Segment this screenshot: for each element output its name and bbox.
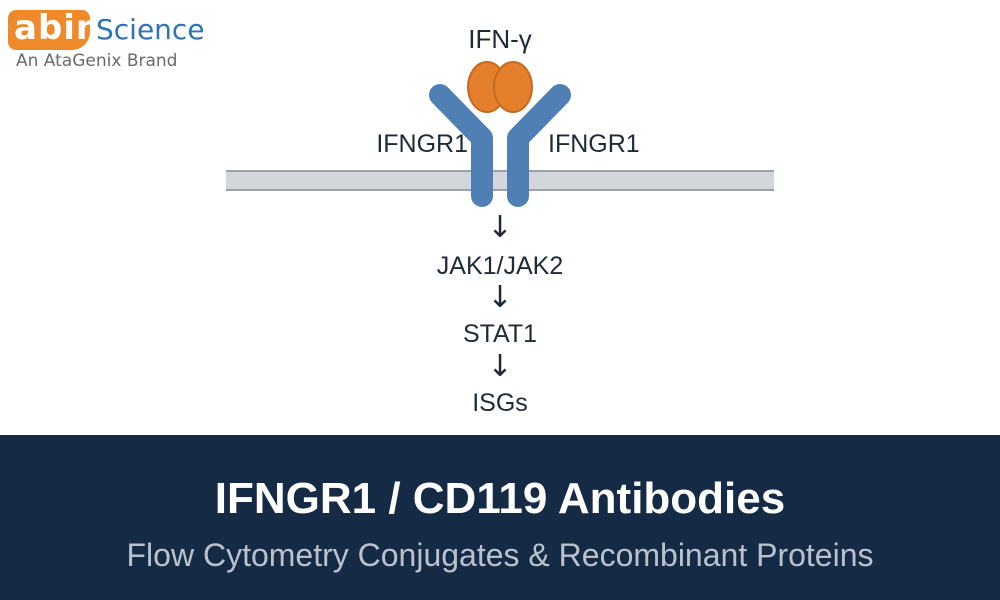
banner-subtitle: Flow Cytometry Conjugates & Recombinant …: [126, 537, 874, 573]
logo-wordmark: Science: [96, 13, 205, 46]
logo-mark-text: abin: [14, 8, 102, 48]
receptor-left-arm: [429, 84, 493, 207]
arrow-down-icon: ↓: [487, 349, 513, 384]
receptor-left-shape: [429, 84, 493, 207]
cascade-step-stat: STAT1: [462, 320, 538, 348]
receptor-illustration: [226, 61, 774, 207]
cell-membrane: [226, 170, 774, 191]
ligand-label: IFN-γ: [468, 24, 532, 54]
arrow-down-icon: ↓: [487, 210, 513, 245]
signaling-diagram: IFN-γ IFNGR1 IFNGR1 ↓ JAK1/JAK2 ↓ STAT1 …: [226, 24, 774, 417]
receptor-right-arm: [507, 84, 571, 207]
receptor-right-label: IFNGR1: [548, 130, 640, 158]
logo-mark-badge: abin: [8, 8, 100, 50]
title-banner: IFNGR1 / CD119 Antibodies Flow Cytometry…: [0, 435, 1000, 600]
ligand-dimer: [467, 61, 533, 113]
membrane-band: [226, 171, 774, 190]
cascade-step-jak: JAK1/JAK2: [436, 252, 564, 280]
brand-logo[interactable]: abin Science An AtaGenix Brand: [8, 8, 218, 72]
receptor-left-label: IFNGR1: [376, 130, 468, 158]
cascade-step-isgs: ISGs: [472, 389, 528, 417]
arrow-down-icon: ↓: [487, 280, 513, 315]
logo-tagline: An AtaGenix Brand: [16, 51, 178, 71]
banner-title: IFNGR1 / CD119 Antibodies: [214, 474, 786, 523]
ligand-subunit-right: [493, 61, 533, 113]
receptor-right-shape: [507, 84, 571, 207]
